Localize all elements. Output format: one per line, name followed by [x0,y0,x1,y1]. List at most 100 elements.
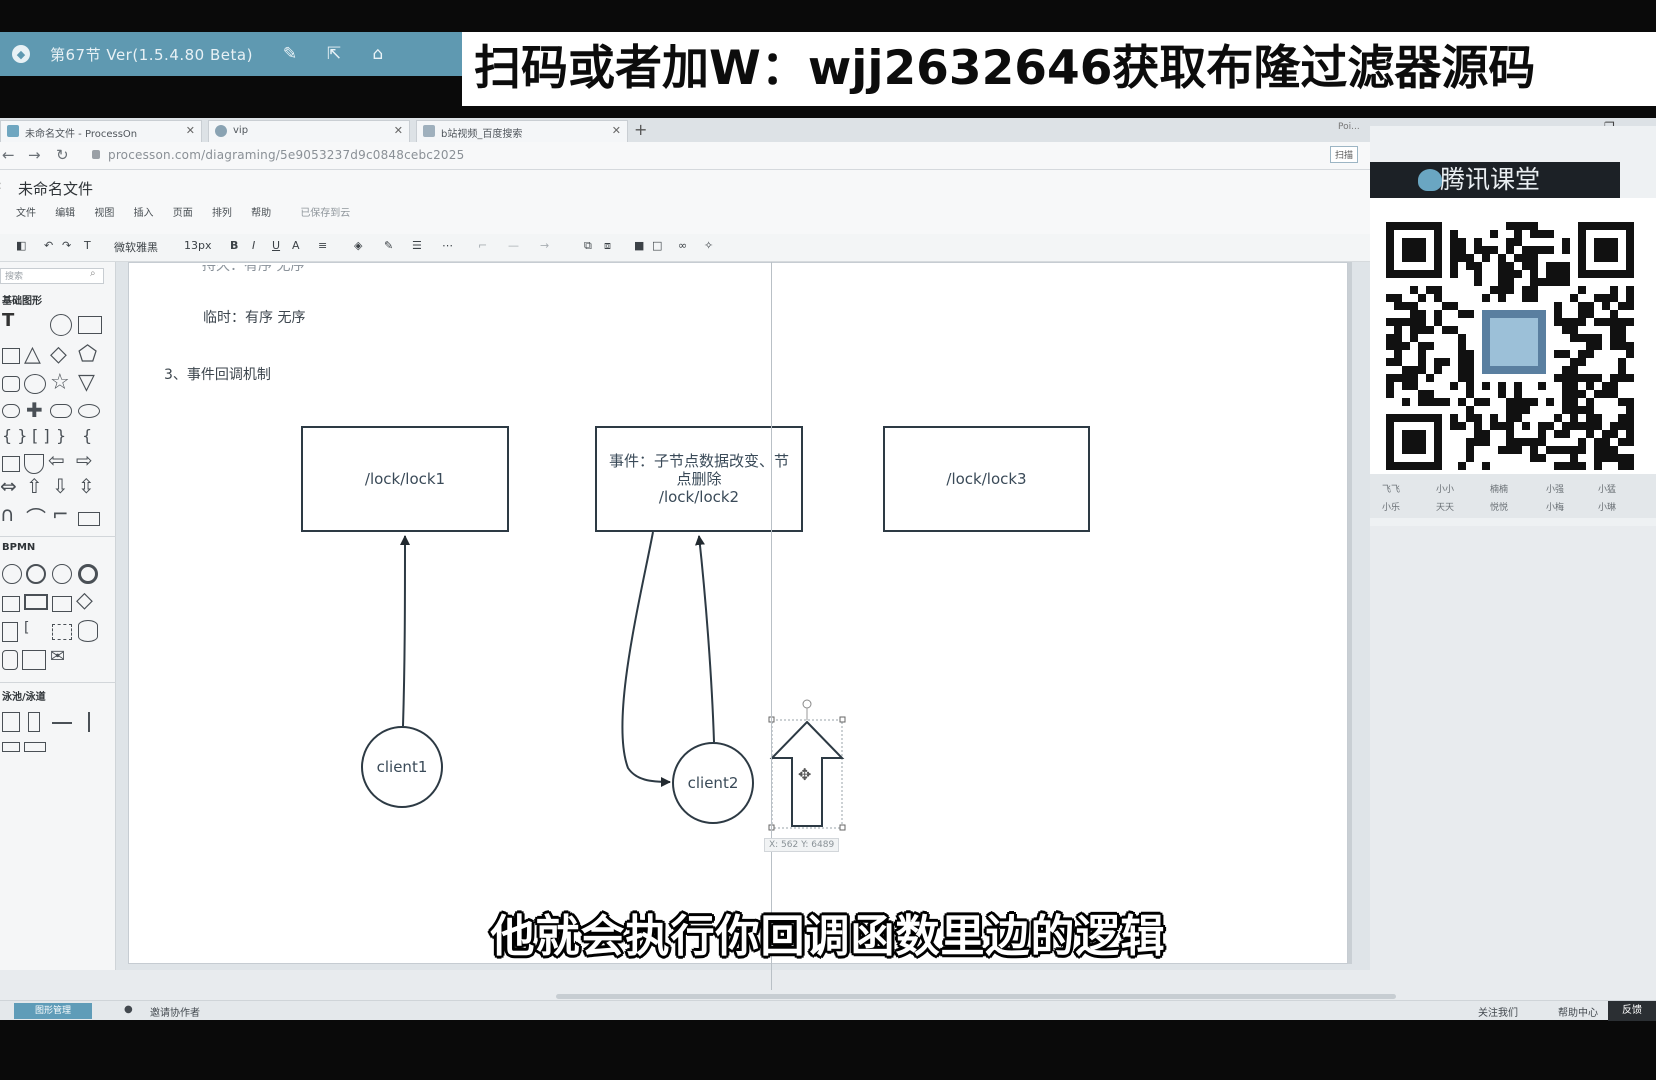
line-width-icon[interactable]: ☰ [412,239,422,252]
octagon-shape-icon[interactable] [24,374,46,394]
menu-file[interactable]: 文件 [16,208,36,219]
menu-help[interactable]: 帮助 [251,208,272,219]
underline-icon[interactable]: U [272,239,281,252]
bold-icon[interactable]: B [230,239,239,252]
diamond-shape-icon[interactable]: ◇ [50,342,67,367]
help-center-link[interactable]: 帮助中心 [1558,1008,1598,1019]
share-icon[interactable]: ⇱ [326,44,342,64]
home-icon[interactable]: ⌂ [372,44,384,64]
down-arrow-shape-icon[interactable]: ⇩ [52,474,69,498]
tab-baidu[interactable]: b站视频_百度搜索 ✕ [416,120,628,142]
message-icon[interactable]: ✉ [50,646,66,667]
search-icon[interactable]: ⌕ [90,268,96,279]
vertical-pool-icon[interactable] [2,712,20,732]
rounded-rect-shape-icon[interactable] [2,348,20,364]
block-shape-icon[interactable] [78,512,100,526]
diagram-page[interactable] [128,262,1348,964]
menu-edit[interactable]: 编辑 [55,208,76,219]
edit-icon[interactable]: ✎ [282,44,298,64]
rectangle-shape-icon[interactable] [78,316,102,334]
cloud-shape-icon[interactable] [50,404,72,418]
close-tab-icon[interactable]: ✕ [611,124,621,137]
menu-arrange[interactable]: 排列 [211,208,232,219]
subprocess-icon[interactable] [24,594,48,610]
section-basic-shapes[interactable]: 基础图形 [2,296,42,307]
send-back-icon[interactable]: ⧈ [604,239,611,252]
text-temporary-line[interactable]: 临时：有序 无序 [203,310,306,326]
section-lanes[interactable]: 泳池/泳道 [2,692,46,703]
horizontal-separator-icon[interactable] [52,722,72,724]
new-tab-button[interactable]: + [634,120,648,139]
triangle-shape-icon[interactable]: △ [24,342,41,367]
conversation-icon[interactable] [2,650,18,670]
italic-icon[interactable]: I [252,239,256,252]
redo-icon[interactable]: ↷ [62,239,72,252]
line-end-icon[interactable]: → [540,239,550,252]
line-start-icon[interactable]: — [508,239,519,252]
lock-shape-icon[interactable]: ■ [634,239,645,252]
menu-page[interactable]: 页面 [172,208,193,219]
shape-manager-button[interactable]: 图形管理 [14,1003,92,1019]
gateway-icon[interactable]: ◇ [76,588,93,613]
url-field[interactable]: processon.com/diagraming/5e9053237d9c084… [92,148,464,162]
circle-shape-icon[interactable] [50,314,72,336]
start-event-icon[interactable] [2,564,22,584]
node-client2[interactable]: client2 [672,742,754,824]
horizontal-lane-icon[interactable] [24,742,46,752]
feedback-button[interactable]: 反馈 [1608,1001,1656,1021]
connector-client2-to-lock2[interactable] [695,535,715,743]
call-activity-icon[interactable] [52,596,72,612]
font-family-select[interactable]: 微软雅黑 [114,241,158,254]
left-brace-shape-icon[interactable]: { [82,426,93,445]
arc-shape-icon[interactable]: ⌒ [26,506,46,530]
sub-conversation-icon[interactable] [22,650,46,670]
inverted-triangle-shape-icon[interactable]: ▽ [78,370,95,395]
group-icon[interactable] [52,624,72,640]
vertical-separator-icon[interactable] [88,712,90,732]
clear-format-icon[interactable]: T [84,239,91,252]
text-color-icon[interactable]: A [292,239,300,252]
horizontal-pool-icon[interactable] [2,742,20,752]
annotation-icon[interactable]: [ [24,620,30,636]
section-bpmn[interactable]: BPMN [2,542,36,553]
node-lock3[interactable]: /lock/lock3 [883,426,1090,532]
magic-icon[interactable]: ✧ [704,239,714,252]
right-brace-shape-icon[interactable]: } [56,426,67,445]
document-shape-icon[interactable] [2,456,20,472]
vertical-lane-icon[interactable] [28,712,40,732]
bring-front-icon[interactable]: ⧉ [584,239,592,252]
right-arrow-shape-icon[interactable]: ⇨ [76,448,93,472]
up-arrow-shape-icon[interactable]: ⇧ [26,474,43,498]
pentagon-shape-icon[interactable]: ⬠ [78,342,98,367]
invite-collaborator-button[interactable]: 邀请协作者 [150,1008,200,1019]
star-shape-icon[interactable]: ☆ [50,370,70,395]
node-lock2[interactable]: 事件：子节点数据改变、节点删除 /lock/lock2 [595,426,803,532]
node-client1[interactable]: client1 [361,726,443,808]
align-icon[interactable]: ≡ [318,239,328,252]
back-to-home-icon[interactable]: ‹ [0,178,2,194]
link-icon[interactable]: ∞ [678,239,688,252]
menu-view[interactable]: 视图 [94,208,115,219]
selected-up-arrow-shape[interactable]: ✥ [768,699,846,831]
connector-client1-to-lock1[interactable] [399,535,410,727]
format-painter-icon[interactable]: ◧ [16,239,27,252]
intermediate-event-icon[interactable] [26,564,46,584]
end-event-icon[interactable] [78,564,98,584]
updown-arrow-shape-icon[interactable]: ⇳ [78,474,95,498]
tab-processon[interactable]: 未命名文件 - ProcessOn ✕ [0,120,202,142]
avatar-icon[interactable]: ● [124,1004,133,1015]
brace-shape-icon[interactable]: { } [2,426,28,445]
unlock-shape-icon[interactable]: □ [652,239,663,252]
text-shape-icon[interactable]: T [2,310,15,331]
left-arrow-shape-icon[interactable]: ⇦ [48,448,65,472]
delay-shape-icon[interactable] [24,454,44,474]
close-tab-icon[interactable]: ✕ [393,124,403,137]
text-persistent-line[interactable]: 持久：有序 无序 [202,258,305,274]
text-event-callback-heading[interactable]: 3、事件回调机制 [164,367,271,383]
connector-icon[interactable]: ⌐ [478,239,488,252]
fill-color-icon[interactable]: ◈ [354,239,363,252]
close-tab-icon[interactable]: ✕ [185,124,195,137]
u-turn-shape-icon[interactable]: ∩ [0,502,15,526]
forward-arrow-icon[interactable]: → [28,146,41,164]
callout-shape-icon[interactable] [2,404,20,418]
